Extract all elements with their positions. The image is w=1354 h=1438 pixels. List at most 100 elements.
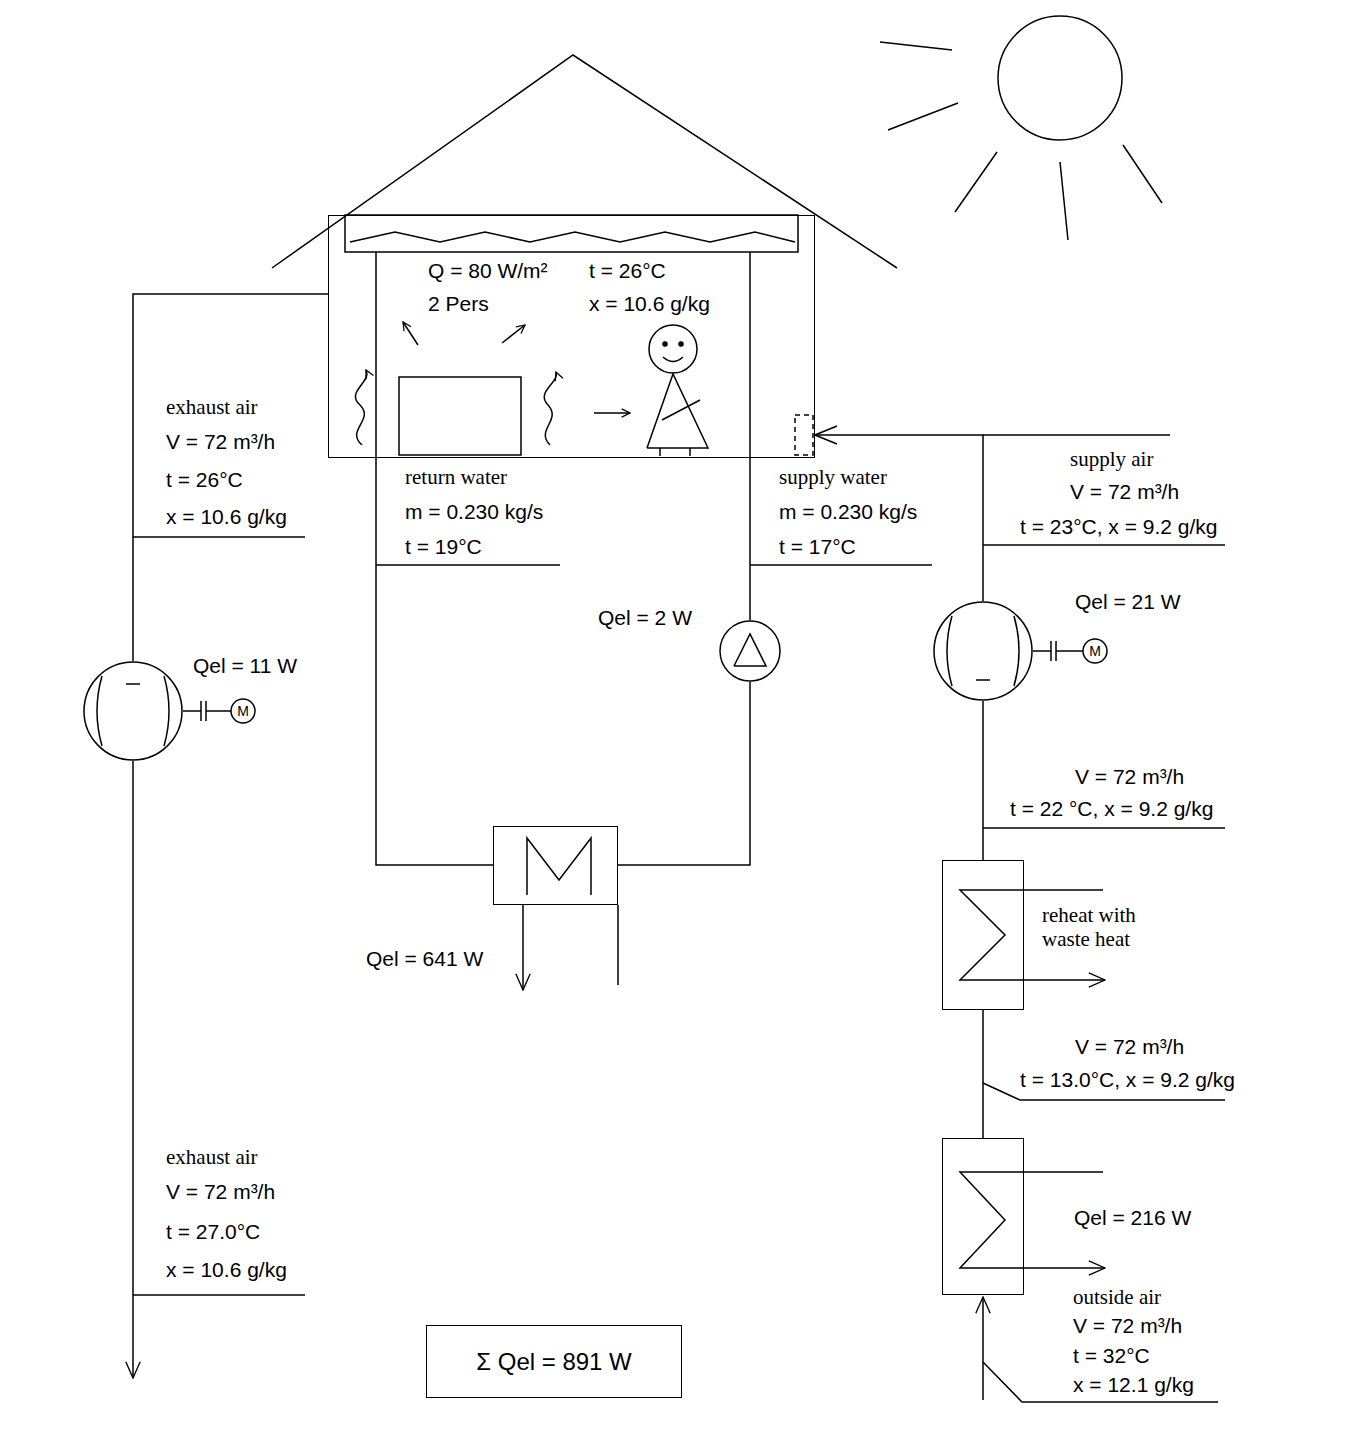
outside-air-duct xyxy=(982,1297,984,1400)
pipe xyxy=(749,252,751,458)
stream-label: V = 72 m³/h xyxy=(1075,1035,1184,1059)
node-text: Qel = 21 W xyxy=(1075,590,1181,614)
person-foot xyxy=(659,448,661,456)
person-arm xyxy=(662,400,700,420)
fan-blade xyxy=(97,676,102,746)
node-outline xyxy=(933,601,1033,701)
heat-squiggle xyxy=(544,372,556,445)
node-text: Qel = 641 W xyxy=(366,947,483,971)
motor-shaft xyxy=(183,710,201,712)
fan-mark xyxy=(976,679,990,681)
cooling-coil: Qel = 216 W xyxy=(942,1138,1024,1295)
underline xyxy=(376,564,560,566)
node-text: x = 10.6 g/kg xyxy=(589,292,710,316)
connector xyxy=(982,701,984,860)
stream-label: V = 72 m³/h xyxy=(1075,765,1184,789)
exhaust-fan: Qel = 11 W xyxy=(83,661,183,761)
pump-triangle xyxy=(734,634,766,666)
node-text: Qel = 2 W xyxy=(598,606,692,630)
drawing xyxy=(97,16,1225,1402)
stream-label: t = 32°C xyxy=(1073,1344,1150,1368)
person-head xyxy=(649,325,697,373)
motor-coupling xyxy=(200,701,202,721)
node-text: t = 26°C xyxy=(589,259,666,283)
node-circle xyxy=(720,621,780,681)
node-text: 2 Pers xyxy=(428,292,489,316)
motor-letter: M xyxy=(1089,643,1101,659)
underline xyxy=(750,564,932,566)
motor-symbol xyxy=(231,699,255,723)
stream-label: supply water xyxy=(779,465,887,489)
supply-fan: Qel = 21 W xyxy=(933,601,1033,701)
fan-blade xyxy=(947,616,952,686)
node-outline xyxy=(83,661,183,761)
sun-ray xyxy=(880,42,952,50)
stream-label: m = 0.230 kg/s xyxy=(779,500,917,524)
sun-ray xyxy=(888,103,958,130)
chiller-box: Qel = 641 W xyxy=(493,826,618,905)
stream-label: t = 17°C xyxy=(779,535,856,559)
stream-label: V = 72 m³/h xyxy=(1070,480,1179,504)
pump-symbol: Qel = 2 W xyxy=(719,620,781,682)
stream-label: x = 12.1 g/kg xyxy=(1073,1373,1194,1397)
stream-label: x = 10.6 g/kg xyxy=(166,505,287,529)
heat-arrow xyxy=(403,322,418,345)
node-text: Qel = 216 W xyxy=(1074,1206,1191,1230)
stream-label: V = 72 m³/h xyxy=(1073,1314,1182,1338)
reheat-coil: reheat with waste heat xyxy=(942,860,1024,1010)
sun-ray xyxy=(1060,162,1068,240)
node-circle xyxy=(84,662,182,760)
sun-ray xyxy=(1123,145,1162,203)
motor-shaft xyxy=(1056,650,1083,652)
node-text: Qel = 11 W xyxy=(193,654,297,678)
heat-squiggle xyxy=(355,370,366,445)
air-inlet xyxy=(795,415,813,455)
stream-label: t = 27.0°C xyxy=(166,1220,260,1244)
equipment-box xyxy=(399,377,521,455)
stream-label: x = 10.6 g/kg xyxy=(166,1258,287,1282)
stream-label: return water xyxy=(405,465,507,489)
motor-shaft xyxy=(1033,650,1051,652)
stream-label: exhaust air xyxy=(166,1145,258,1169)
stream-label: t = 19°C xyxy=(405,535,482,559)
sun-ray xyxy=(955,152,997,212)
roof xyxy=(272,55,897,268)
stream-label: t = 23°C, x = 9.2 g/kg xyxy=(1020,515,1218,539)
ceiling-panel xyxy=(345,215,798,252)
underline xyxy=(983,827,1225,829)
pipe xyxy=(375,252,377,458)
stream-label: exhaust air xyxy=(166,395,258,419)
node-circle xyxy=(934,602,1032,700)
motor-shaft xyxy=(206,710,231,712)
connector xyxy=(133,294,328,661)
connector xyxy=(749,458,751,620)
motor-coupling xyxy=(1050,641,1052,661)
underline xyxy=(133,536,305,538)
connector xyxy=(982,1010,984,1138)
supply-duct xyxy=(983,434,1170,436)
person-body xyxy=(647,374,708,448)
stream-label: V = 72 m³/h xyxy=(166,430,275,454)
sun xyxy=(998,16,1122,140)
heat-rejection xyxy=(522,905,524,990)
person-eye xyxy=(663,342,667,346)
node-text: Q = 80 W/m² xyxy=(428,259,548,283)
node-text: reheat with waste heat xyxy=(1042,903,1172,951)
stream-label: t = 22 °C, x = 9.2 g/kg xyxy=(1010,797,1213,821)
fan-blade xyxy=(1014,616,1019,686)
fan-mark xyxy=(126,683,140,685)
underline xyxy=(983,1362,1218,1402)
stream-label: t = 13.0°C, x = 9.2 g/kg xyxy=(1020,1068,1235,1092)
ceiling-zigzag xyxy=(350,232,795,242)
node-outline xyxy=(719,620,781,682)
stream-label: V = 72 m³/h xyxy=(166,1180,275,1204)
person-foot xyxy=(689,448,691,456)
motor-letter: M xyxy=(237,703,249,719)
heat-arrow xyxy=(502,325,525,343)
stream-label: supply air xyxy=(1070,447,1153,471)
stream-label: t = 26°C xyxy=(166,468,243,492)
heat-rejection xyxy=(617,905,619,985)
stream-label: outside air xyxy=(1073,1285,1161,1309)
exhaust-duct xyxy=(132,761,134,1378)
